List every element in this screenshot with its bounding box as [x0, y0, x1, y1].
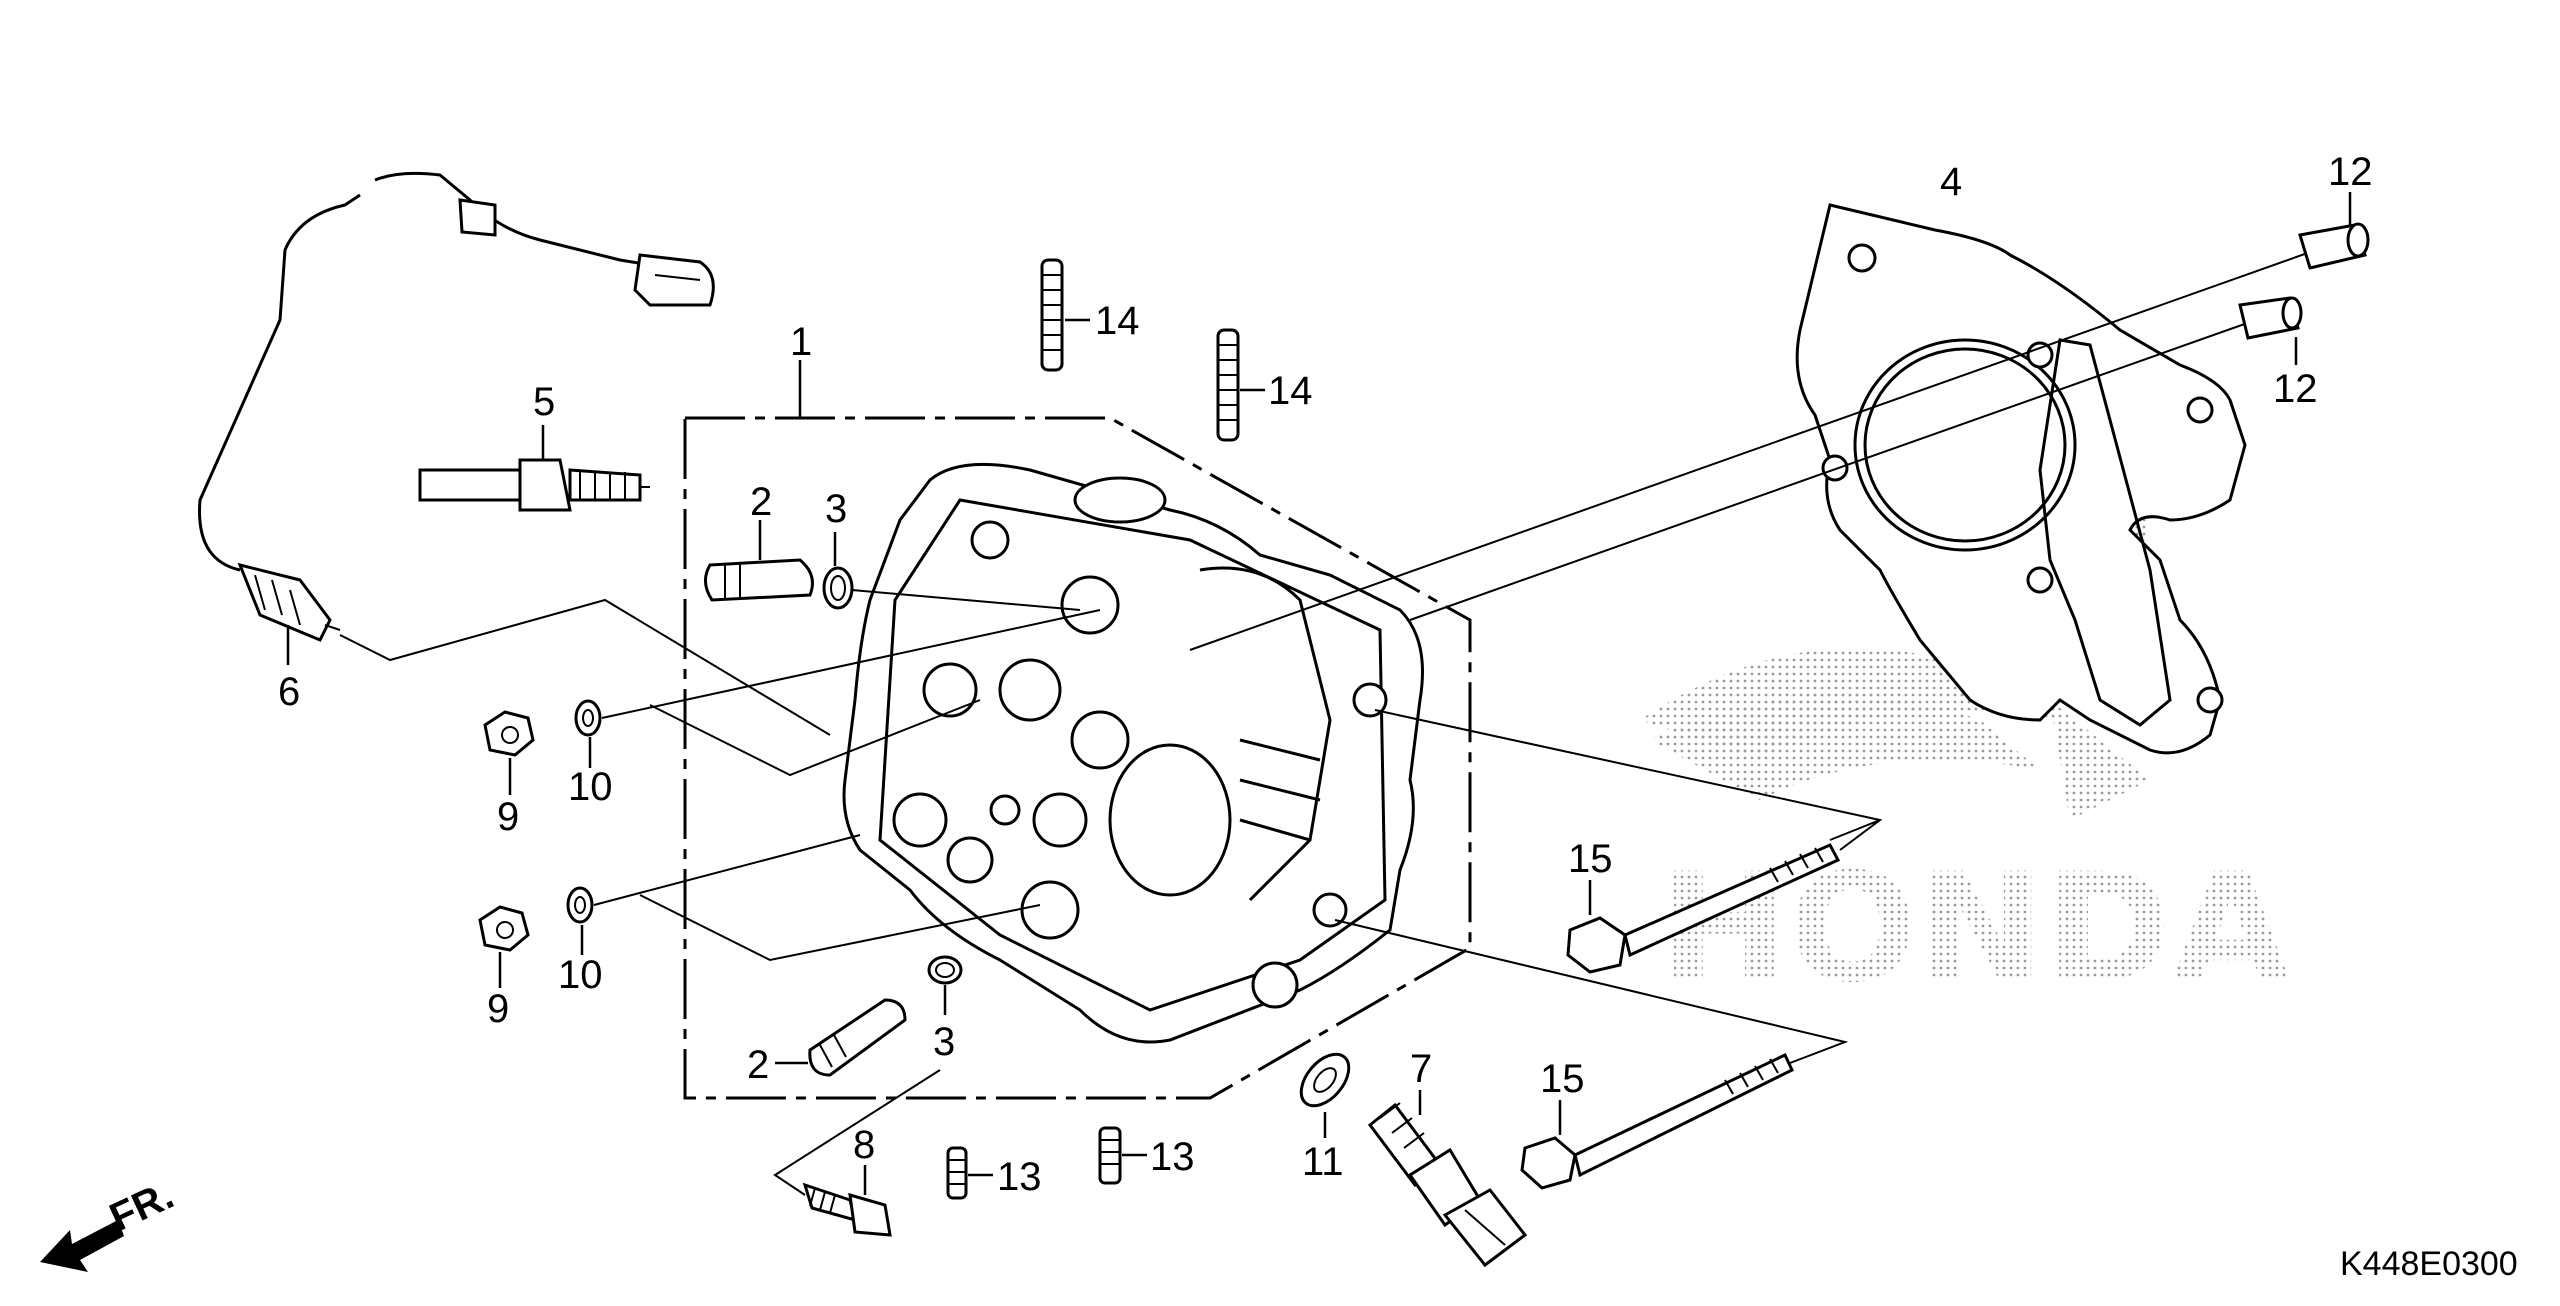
callout-11: 11: [1302, 1140, 1344, 1184]
callout-9-upper: 9: [497, 795, 519, 839]
callout-4: 4: [1940, 160, 1962, 204]
oxygen-sensor: [198, 171, 715, 642]
callout-7: 7: [1410, 1047, 1432, 1091]
honda-wordmark: HONDA: [1660, 842, 2290, 1016]
valve-guide-upper: [704, 558, 814, 602]
callout-labels: 1 2 2 3 3 4 5 6 7 8 9 9 10 10 11 12 12 1…: [278, 150, 2373, 1199]
front-direction-arrow: FR.: [40, 1173, 180, 1272]
stud-bolt-a: [1040, 258, 1064, 372]
leader-12a: [1189, 244, 2331, 651]
washer-lower: [566, 886, 594, 924]
leader-15a-to-head: [1374, 709, 1883, 851]
callout-2-upper: 2: [750, 480, 772, 524]
cylinder-head-assembly-box: [683, 416, 1472, 1100]
callout-13-left: 13: [997, 1155, 1042, 1199]
dowel-pin-lower: [2238, 296, 2303, 340]
callout-2-lower: 2: [747, 1043, 769, 1087]
leader-9b-to-head: [639, 894, 1041, 962]
callout-12-lower: 12: [2273, 367, 2318, 411]
callout-6: 6: [278, 670, 300, 714]
callout-14-lower: 14: [1268, 369, 1313, 413]
callout-15-upper: 15: [1568, 837, 1613, 881]
leader-15b-to-head: [1334, 919, 1849, 1064]
washer-upper: [574, 699, 602, 737]
callout-5: 5: [533, 380, 555, 424]
callout-15-lower: 15: [1540, 1057, 1585, 1101]
callout-9-lower: 9: [487, 987, 509, 1031]
leader-8-to-head: [773, 1069, 941, 1196]
leader-9a-to-head: [649, 699, 981, 777]
leader-10a-to-head: [601, 609, 1101, 719]
callout-1: 1: [790, 320, 812, 364]
callout-12-upper: 12: [2328, 150, 2373, 194]
dowel-pin-upper: [2298, 222, 2370, 270]
head-bolt-upper: [1566, 843, 1841, 974]
cap-nut-lower: [478, 905, 530, 952]
stud-bolt-b: [1216, 328, 1240, 442]
cylinder-head-gasket: [1795, 203, 2247, 755]
callout-3-upper: 3: [825, 487, 847, 531]
sealing-washer: [1299, 1052, 1351, 1108]
callout-14-upper: 14: [1095, 299, 1140, 343]
leader-12b: [1409, 314, 2271, 621]
leader-6-to-head: [339, 598, 831, 736]
callout-13-right: 13: [1150, 1135, 1195, 1179]
callout-10-lower: 10: [558, 953, 603, 997]
o-ring-upper: [822, 566, 854, 610]
leader-3a-to-head: [851, 589, 1081, 611]
cap-nut-upper: [483, 710, 535, 757]
callout-8: 8: [853, 1123, 875, 1167]
callout-10-upper: 10: [568, 765, 613, 809]
leader-10b-to-head: [593, 834, 861, 906]
cylinder-head: [842, 462, 1424, 1044]
flange-bolt: [802, 1182, 892, 1237]
valve-guide-lower: [808, 998, 907, 1077]
callout-3-lower: 3: [933, 1020, 955, 1064]
head-bolt-lower: [1520, 1052, 1794, 1190]
temperature-sensor: [1367, 1102, 1528, 1268]
diagram-code: K448E0300: [2340, 1245, 2518, 1283]
dowel-13-left: [946, 1146, 968, 1200]
dowel-13-right: [1098, 1126, 1122, 1185]
o-ring-lower: [927, 955, 963, 985]
spark-plug: [418, 458, 650, 512]
